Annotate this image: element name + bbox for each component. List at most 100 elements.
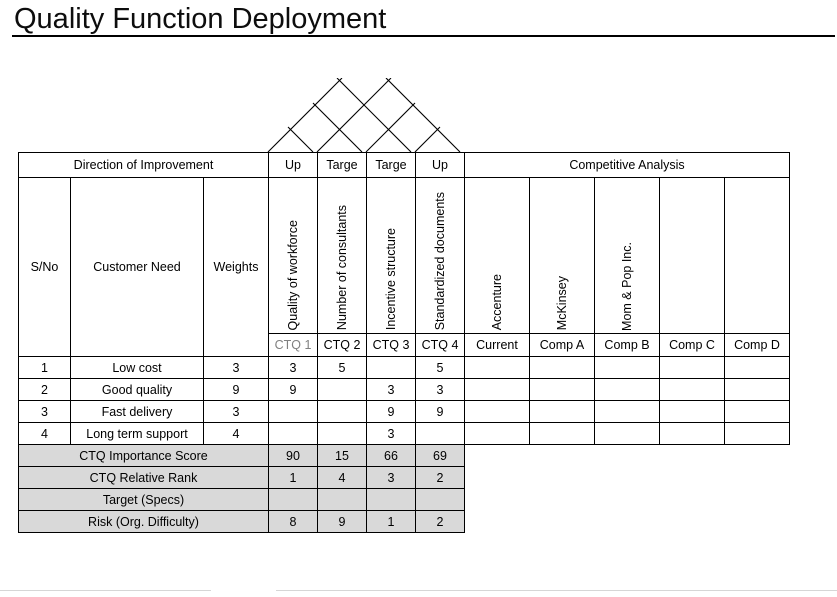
- row-1-weight[interactable]: 3: [203, 356, 269, 379]
- relative-rank-ctq2: 4: [317, 466, 367, 489]
- row-4-need[interactable]: Long term support: [70, 422, 204, 445]
- ctq-tag-4[interactable]: CTQ 4: [415, 333, 465, 357]
- ctq-tag-1[interactable]: CTQ 1: [268, 333, 318, 357]
- ctq-header-1-label: Quality of workforce: [285, 220, 300, 331]
- summary-row-target-specs: Target (Specs): [18, 488, 790, 511]
- competitor-tag-comp-a[interactable]: Comp A: [529, 333, 595, 357]
- table-row: 3 Fast delivery 3 9 9: [18, 400, 790, 423]
- row-2-comp-c[interactable]: [659, 378, 725, 401]
- row-2-ctq-3[interactable]: 3: [366, 378, 416, 401]
- row-1-comp-current[interactable]: [464, 356, 530, 379]
- summary-row-importance-score: CTQ Importance Score 90 15 66 69: [18, 444, 790, 467]
- ctq-header-2: Number of consultants: [317, 177, 367, 334]
- direction-value-ctq4[interactable]: Up: [415, 152, 465, 178]
- row-3-comp-a[interactable]: [529, 400, 595, 423]
- qfd-matrix: Direction of Improvement Up Targe Targe …: [18, 152, 790, 533]
- row-2-comp-b[interactable]: [594, 378, 660, 401]
- direction-value-ctq1[interactable]: Up: [268, 152, 318, 178]
- row-2-ctq-1[interactable]: 9: [268, 378, 318, 401]
- importance-score-ctq3: 66: [366, 444, 416, 467]
- row-3-ctq-1[interactable]: [268, 400, 318, 423]
- ctq-tag-3[interactable]: CTQ 3: [366, 333, 416, 357]
- row-1-sno: 1: [18, 356, 71, 379]
- row-4-comp-current[interactable]: [464, 422, 530, 445]
- row-3-ctq-3[interactable]: 9: [366, 400, 416, 423]
- table-row: 1 Low cost 3 3 5 5: [18, 356, 790, 379]
- summary-spacer-risk: [465, 511, 790, 533]
- competitor-header-4: [659, 177, 725, 334]
- ctq-header-3-label: Incentive structure: [383, 228, 398, 331]
- row-1-ctq-1[interactable]: 3: [268, 356, 318, 379]
- importance-score-ctq2: 15: [317, 444, 367, 467]
- footer-placeholder-right: [276, 590, 837, 591]
- row-3-comp-d[interactable]: [724, 400, 790, 423]
- row-4-ctq-1[interactable]: [268, 422, 318, 445]
- direction-of-improvement-label: Direction of Improvement: [18, 152, 269, 178]
- row-1-comp-c[interactable]: [659, 356, 725, 379]
- row-2-comp-d[interactable]: [724, 378, 790, 401]
- header-sno: S/No: [18, 177, 71, 357]
- row-3-ctq-4[interactable]: 9: [415, 400, 465, 423]
- row-1-need[interactable]: Low cost: [70, 356, 204, 379]
- row-2-ctq-2[interactable]: [317, 378, 367, 401]
- row-4-comp-a[interactable]: [529, 422, 595, 445]
- header-weights: Weights: [203, 177, 269, 357]
- row-4-sno: 4: [18, 422, 71, 445]
- row-3-comp-current[interactable]: [464, 400, 530, 423]
- relative-rank-ctq1: 1: [268, 466, 318, 489]
- summary-row-risk: Risk (Org. Difficulty) 8 9 1 2: [18, 510, 790, 533]
- competitor-header-1: Accenture: [464, 177, 530, 334]
- risk-ctq3: 1: [366, 510, 416, 533]
- competitor-tag-comp-c[interactable]: Comp C: [659, 333, 725, 357]
- summary-label-risk: Risk (Org. Difficulty): [18, 510, 269, 533]
- row-1-comp-a[interactable]: [529, 356, 595, 379]
- row-3-comp-c[interactable]: [659, 400, 725, 423]
- row-1-comp-d[interactable]: [724, 356, 790, 379]
- title-divider: [12, 35, 835, 37]
- row-1-ctq-4[interactable]: 5: [415, 356, 465, 379]
- competitor-header-5: [724, 177, 790, 334]
- row-2-ctq-4[interactable]: 3: [415, 378, 465, 401]
- page-title: Quality Function Deployment: [14, 3, 387, 35]
- ctq-tag-row: CTQ 1 CTQ 2 CTQ 3 CTQ 4 Current Comp A C…: [19, 333, 790, 357]
- row-3-need[interactable]: Fast delivery: [70, 400, 204, 423]
- row-2-comp-a[interactable]: [529, 378, 595, 401]
- table-row: 2 Good quality 9 9 3 3: [18, 378, 790, 401]
- vertical-header-row: S/No Customer Need Weights Quality of wo…: [18, 177, 790, 357]
- direction-value-ctq3[interactable]: Targe: [366, 152, 416, 178]
- row-4-comp-d[interactable]: [724, 422, 790, 445]
- row-4-comp-c[interactable]: [659, 422, 725, 445]
- target-specs-ctq4[interactable]: [415, 488, 465, 511]
- summary-spacer-importance: [465, 445, 790, 467]
- competitor-header-3-label: Mom & Pop Inc.: [619, 241, 634, 331]
- target-specs-ctq1[interactable]: [268, 488, 318, 511]
- row-4-weight[interactable]: 4: [203, 422, 269, 445]
- row-3-ctq-2[interactable]: [317, 400, 367, 423]
- ctq-tag-2[interactable]: CTQ 2: [317, 333, 367, 357]
- row-2-need[interactable]: Good quality: [70, 378, 204, 401]
- competitor-tag-comp-b[interactable]: Comp B: [594, 333, 660, 357]
- competitive-analysis-label: Competitive Analysis: [464, 152, 790, 178]
- competitor-header-1-label: Accenture: [489, 274, 504, 331]
- target-specs-ctq3[interactable]: [366, 488, 416, 511]
- competitor-tag-current[interactable]: Current: [464, 333, 530, 357]
- row-4-ctq-4[interactable]: [415, 422, 465, 445]
- relative-rank-ctq4: 2: [415, 466, 465, 489]
- correlation-roof: [264, 78, 464, 154]
- row-3-comp-b[interactable]: [594, 400, 660, 423]
- row-1-ctq-2[interactable]: 5: [317, 356, 367, 379]
- table-row: 4 Long term support 4 3: [18, 422, 790, 445]
- row-3-weight[interactable]: 3: [203, 400, 269, 423]
- ctq-header-1: Quality of workforce: [268, 177, 318, 334]
- competitor-tag-comp-d[interactable]: Comp D: [724, 333, 790, 357]
- row-4-ctq-2[interactable]: [317, 422, 367, 445]
- risk-ctq4: 2: [415, 510, 465, 533]
- row-4-ctq-3[interactable]: 3: [366, 422, 416, 445]
- row-2-comp-current[interactable]: [464, 378, 530, 401]
- row-1-ctq-3[interactable]: [366, 356, 416, 379]
- row-1-comp-b[interactable]: [594, 356, 660, 379]
- direction-value-ctq2[interactable]: Targe: [317, 152, 367, 178]
- target-specs-ctq2[interactable]: [317, 488, 367, 511]
- row-4-comp-b[interactable]: [594, 422, 660, 445]
- row-2-weight[interactable]: 9: [203, 378, 269, 401]
